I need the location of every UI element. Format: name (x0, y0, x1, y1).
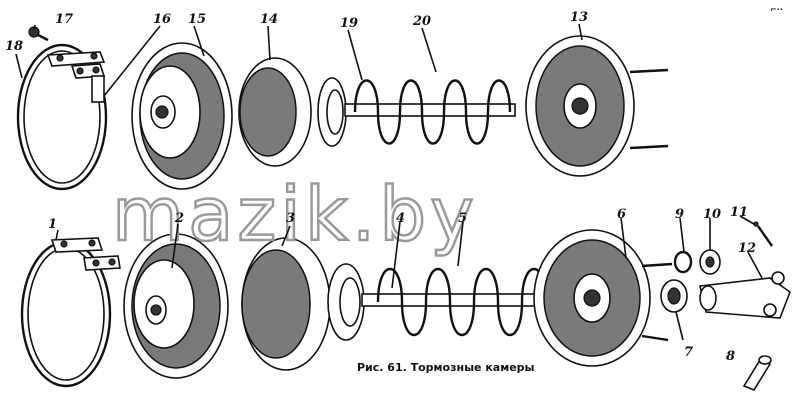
part-19-pushrod (344, 103, 516, 117)
part-9-lock-washer (673, 250, 693, 274)
part-10-nut (699, 249, 721, 275)
label-11: 11 (730, 205, 748, 220)
label-18: 18 (5, 39, 23, 54)
part-5-return-spring (376, 268, 548, 336)
label-8: 8 (726, 349, 735, 364)
part-6-chamber-housing (533, 229, 673, 367)
part-11-cotter-pin (753, 221, 773, 247)
label-7: 7 (684, 345, 693, 360)
part-14-diaphragm (238, 57, 347, 167)
label-10: 10 (703, 207, 721, 222)
label-15: 15 (188, 12, 206, 27)
part-20-return-spring (353, 79, 512, 145)
part-8-clevis-pin (742, 355, 772, 391)
part-16-clamp-buckle (70, 63, 106, 103)
part-18-clamp-ring (16, 43, 108, 191)
label-13: 13 (570, 10, 588, 25)
part-1-clamp-ring (20, 237, 121, 388)
callout-leaders (15, 23, 763, 341)
part-4-pushrod (361, 293, 563, 307)
label-12: 12 (738, 241, 756, 256)
label-9: 9 (675, 207, 684, 222)
part-2-chamber-cover (123, 233, 229, 379)
label-5: 5 (458, 211, 467, 226)
label-14: 14 (260, 12, 278, 27)
figure-caption: Рис. 61. Тормозные камеры (357, 361, 535, 374)
part-17-screw (28, 26, 49, 42)
corner-mark: ⌐·· (770, 5, 783, 14)
label-17: 17 (55, 12, 73, 27)
label-1: 1 (48, 217, 57, 232)
label-3: 3 (286, 211, 295, 226)
part-3-diaphragm (241, 237, 365, 371)
label-2: 2 (174, 211, 184, 226)
part-13-chamber-housing (525, 35, 669, 177)
label-20: 20 (412, 14, 431, 29)
label-6: 6 (617, 207, 626, 222)
label-19: 19 (340, 16, 358, 31)
part-12-clevis (699, 271, 791, 319)
label-16: 16 (153, 12, 171, 27)
part-15-chamber-cover (131, 42, 233, 190)
part-7-nut (660, 279, 688, 313)
watermark-text: mazik.by (112, 172, 478, 258)
label-4: 4 (396, 211, 405, 226)
